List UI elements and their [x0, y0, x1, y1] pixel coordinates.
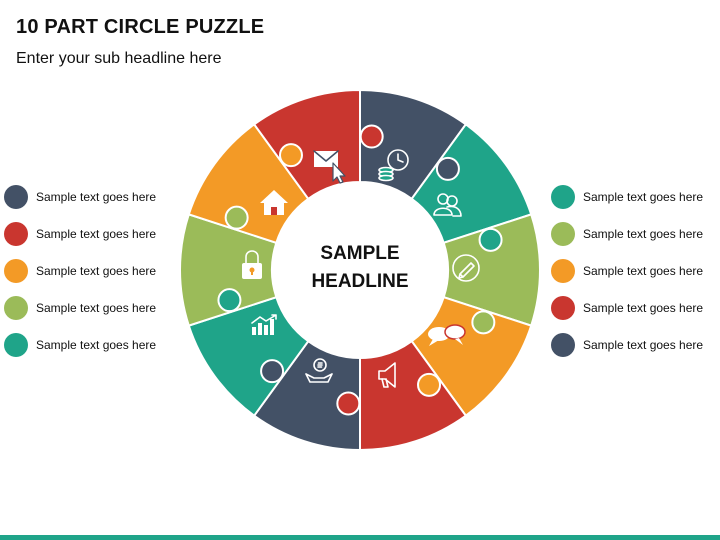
puzzle-knob: [417, 372, 442, 397]
legend-text: Sample text goes here: [583, 227, 704, 241]
legend-item: Sample text goes here: [551, 222, 703, 246]
envelope-cursor-icon: [313, 150, 346, 184]
legend-dot: [4, 222, 28, 246]
megaphone-icon: [378, 362, 396, 388]
center-headline-line1: SAMPLE: [320, 243, 400, 264]
legend-dot: [551, 296, 575, 320]
legend-dot: [4, 185, 28, 209]
legend-item: Sample text goes here: [4, 333, 156, 357]
puzzle-knob: [478, 227, 503, 252]
house-icon: [260, 190, 288, 215]
legend-item: Sample text goes here: [4, 185, 156, 209]
legend-item: Sample text goes here: [551, 333, 703, 357]
legend-left: Sample text goes here Sample text goes h…: [4, 185, 156, 370]
bar-chart-growth-icon: [251, 314, 277, 335]
legend-item: Sample text goes here: [551, 185, 703, 209]
legend-dot: [4, 296, 28, 320]
puzzle-knob: [336, 391, 361, 416]
legend-item: Sample text goes here: [4, 222, 156, 246]
legend-text: Sample text goes here: [36, 190, 157, 204]
speech-bubbles-icon: [428, 324, 466, 346]
legend-text: Sample text goes here: [583, 190, 704, 204]
center-headline-line2: HEADLINE: [311, 271, 409, 292]
puzzle-knob: [260, 359, 285, 384]
legend-dot: [551, 185, 575, 209]
clock-coins-icon: [378, 149, 409, 182]
puzzle-segments: [179, 88, 541, 452]
legend-text: Sample text goes here: [36, 264, 157, 278]
legend-dot: [551, 259, 575, 283]
bottom-accent-bar: [0, 535, 720, 540]
legend-text: Sample text goes here: [583, 338, 704, 352]
legend-text: Sample text goes here: [36, 338, 157, 352]
legend-dot: [551, 222, 575, 246]
puzzle-knob: [359, 124, 384, 149]
center-headline: SAMPLE HEADLINE: [300, 240, 420, 296]
legend-item: Sample text goes here: [4, 296, 156, 320]
money-hand-icon: [305, 358, 333, 383]
legend-text: Sample text goes here: [36, 301, 157, 315]
legend-dot: [551, 333, 575, 357]
puzzle-knob: [471, 310, 496, 335]
padlock-icon: [242, 250, 262, 279]
center-circle: [272, 182, 448, 358]
page-subtitle: Enter your sub headline here: [16, 50, 222, 67]
users-icon: [433, 193, 462, 217]
puzzle-knob: [435, 156, 460, 181]
legend-text: Sample text goes here: [583, 301, 704, 315]
legend-right: Sample text goes here Sample text goes h…: [551, 185, 703, 370]
pencil-icon: [452, 254, 480, 282]
legend-item: Sample text goes here: [4, 259, 156, 283]
page-title: 10 PART CIRCLE PUZZLE: [16, 16, 265, 38]
puzzle-knob: [278, 143, 303, 168]
legend-text: Sample text goes here: [583, 264, 704, 278]
legend-dot: [4, 333, 28, 357]
puzzle-knob: [224, 205, 249, 230]
legend-item: Sample text goes here: [551, 259, 703, 283]
puzzle-icons: [242, 149, 480, 388]
legend-item: Sample text goes here: [551, 296, 703, 320]
puzzle-knob: [217, 288, 242, 313]
legend-text: Sample text goes here: [36, 227, 157, 241]
legend-dot: [4, 259, 28, 283]
